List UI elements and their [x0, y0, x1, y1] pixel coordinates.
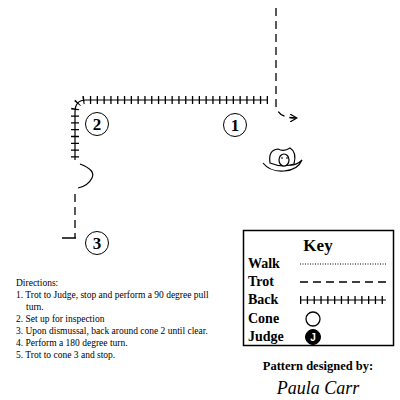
direction-step: 1. Trot to Judge, stop and perform a 90 …	[16, 289, 216, 313]
directions-block: Directions:1. Trot to Judge, stop and pe…	[16, 277, 216, 361]
cone-circle: 2	[85, 112, 109, 136]
designer-name: Paula Carr	[277, 379, 360, 399]
trot-path	[276, 8, 296, 118]
key-box	[244, 231, 394, 346]
legend-label: Walk	[248, 256, 280, 271]
back-path	[75, 100, 268, 160]
cone-number: 3	[93, 235, 102, 252]
judge-figure	[263, 148, 302, 171]
trot-sample	[300, 281, 386, 282]
legend-label: Trot	[248, 274, 274, 289]
back-sample	[300, 300, 386, 301]
cone-circle: 3	[85, 231, 109, 255]
direction-step: 4. Perform a 180 degree turn.	[16, 337, 216, 349]
judge-letter: J	[310, 332, 316, 343]
judge-sample	[306, 330, 321, 345]
cone-circle: 1	[223, 113, 247, 137]
trot-path	[74, 194, 75, 238]
stop-mark	[62, 237, 76, 239]
turn-arc	[78, 164, 93, 188]
direction-step: 3. Upon dismussal, back around cone 2 un…	[16, 325, 216, 337]
direction-step: 5. Trot to cone 3 and stop.	[16, 349, 216, 361]
cone-number: 2	[93, 116, 102, 133]
direction-step: 2. Set up for inspection	[16, 313, 216, 325]
legend-label: Back	[248, 292, 278, 307]
legend-label: Judge	[248, 329, 284, 344]
cone-number: 1	[231, 117, 240, 134]
walk-sample	[300, 264, 386, 265]
directions-heading: Directions:	[16, 277, 216, 289]
cone-sample	[306, 312, 320, 326]
legend-label: Cone	[248, 311, 279, 326]
key-heading: Key	[303, 237, 332, 256]
designer-credit: Pattern designed by:	[263, 360, 373, 374]
